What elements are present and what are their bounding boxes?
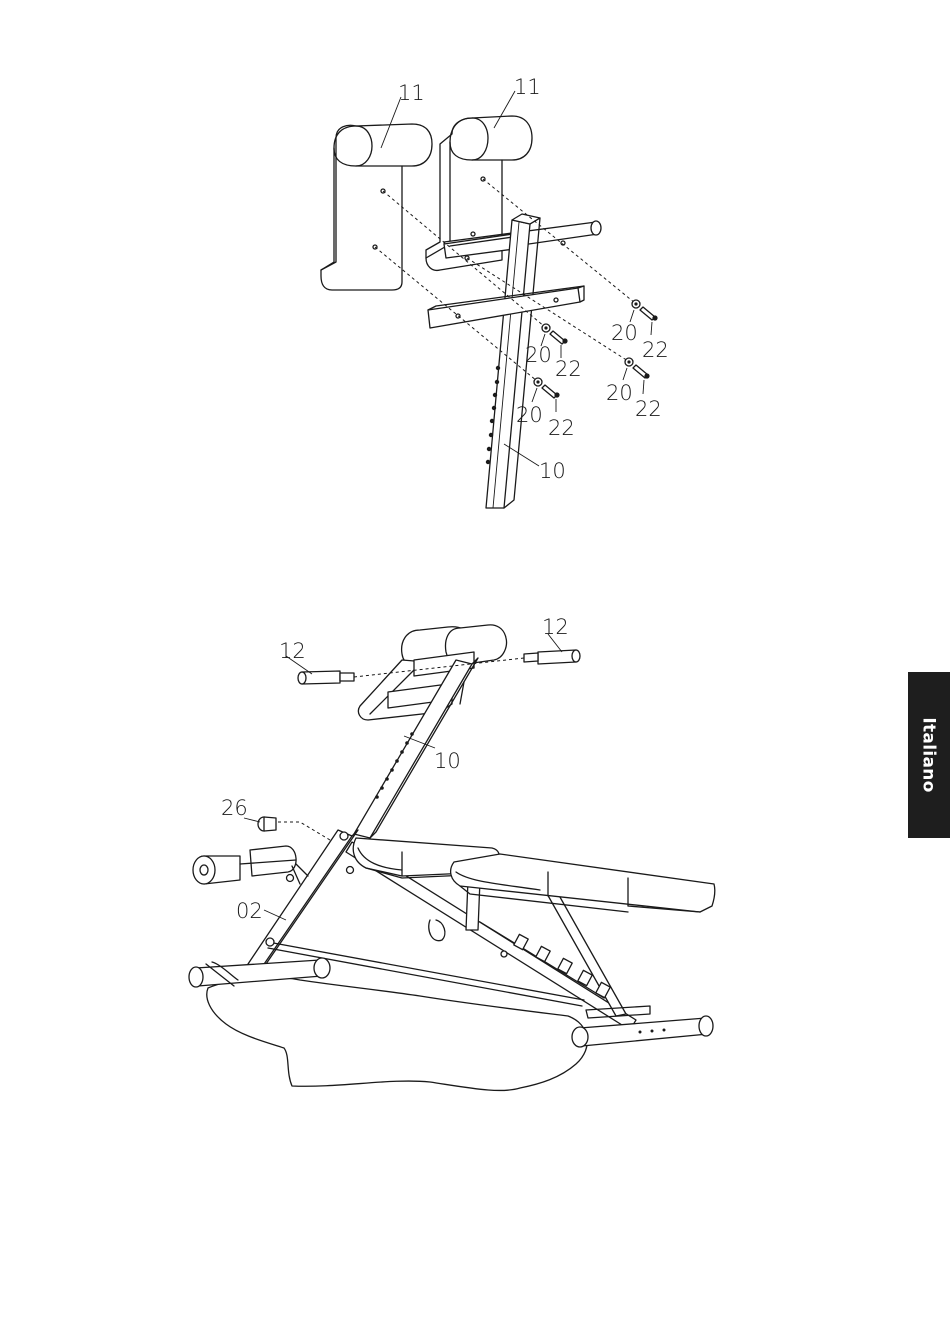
language-tab-label: Italiano xyxy=(919,717,939,792)
callout-20-a: 20 xyxy=(525,343,552,367)
knob xyxy=(258,817,340,840)
hardware-top xyxy=(534,300,658,398)
callout-10-top: 10 xyxy=(539,459,566,483)
top-assembly-diagram: 11 11 20 22 20 22 20 22 20 22 10 xyxy=(321,75,669,508)
callout-22-d: 22 xyxy=(635,397,662,421)
callout-22-a: 22 xyxy=(555,357,582,381)
pin-right xyxy=(524,650,580,664)
callout-20-c: 20 xyxy=(611,321,638,345)
callout-12-right: 12 xyxy=(542,615,569,639)
pin-left xyxy=(298,671,354,684)
leg-pad-left xyxy=(321,124,432,290)
bottom-assembly-diagram: 12 12 10 26 02 xyxy=(189,615,715,1090)
callout-12-left: 12 xyxy=(279,639,306,663)
floor-outline xyxy=(207,977,588,1090)
callout-11-right: 11 xyxy=(514,75,541,99)
language-tab: Italiano xyxy=(908,672,950,838)
rear-foot xyxy=(572,1006,713,1047)
callout-02: 02 xyxy=(236,899,263,923)
back-cushion xyxy=(451,854,715,912)
callout-11-left: 11 xyxy=(398,81,425,105)
callout-20-d: 20 xyxy=(606,381,633,405)
callout-10-bottom: 10 xyxy=(434,749,461,773)
callout-20-b: 20 xyxy=(516,403,543,427)
callout-22-c: 22 xyxy=(642,338,669,362)
callout-22-b: 22 xyxy=(548,416,575,440)
callout-26: 26 xyxy=(221,796,248,820)
